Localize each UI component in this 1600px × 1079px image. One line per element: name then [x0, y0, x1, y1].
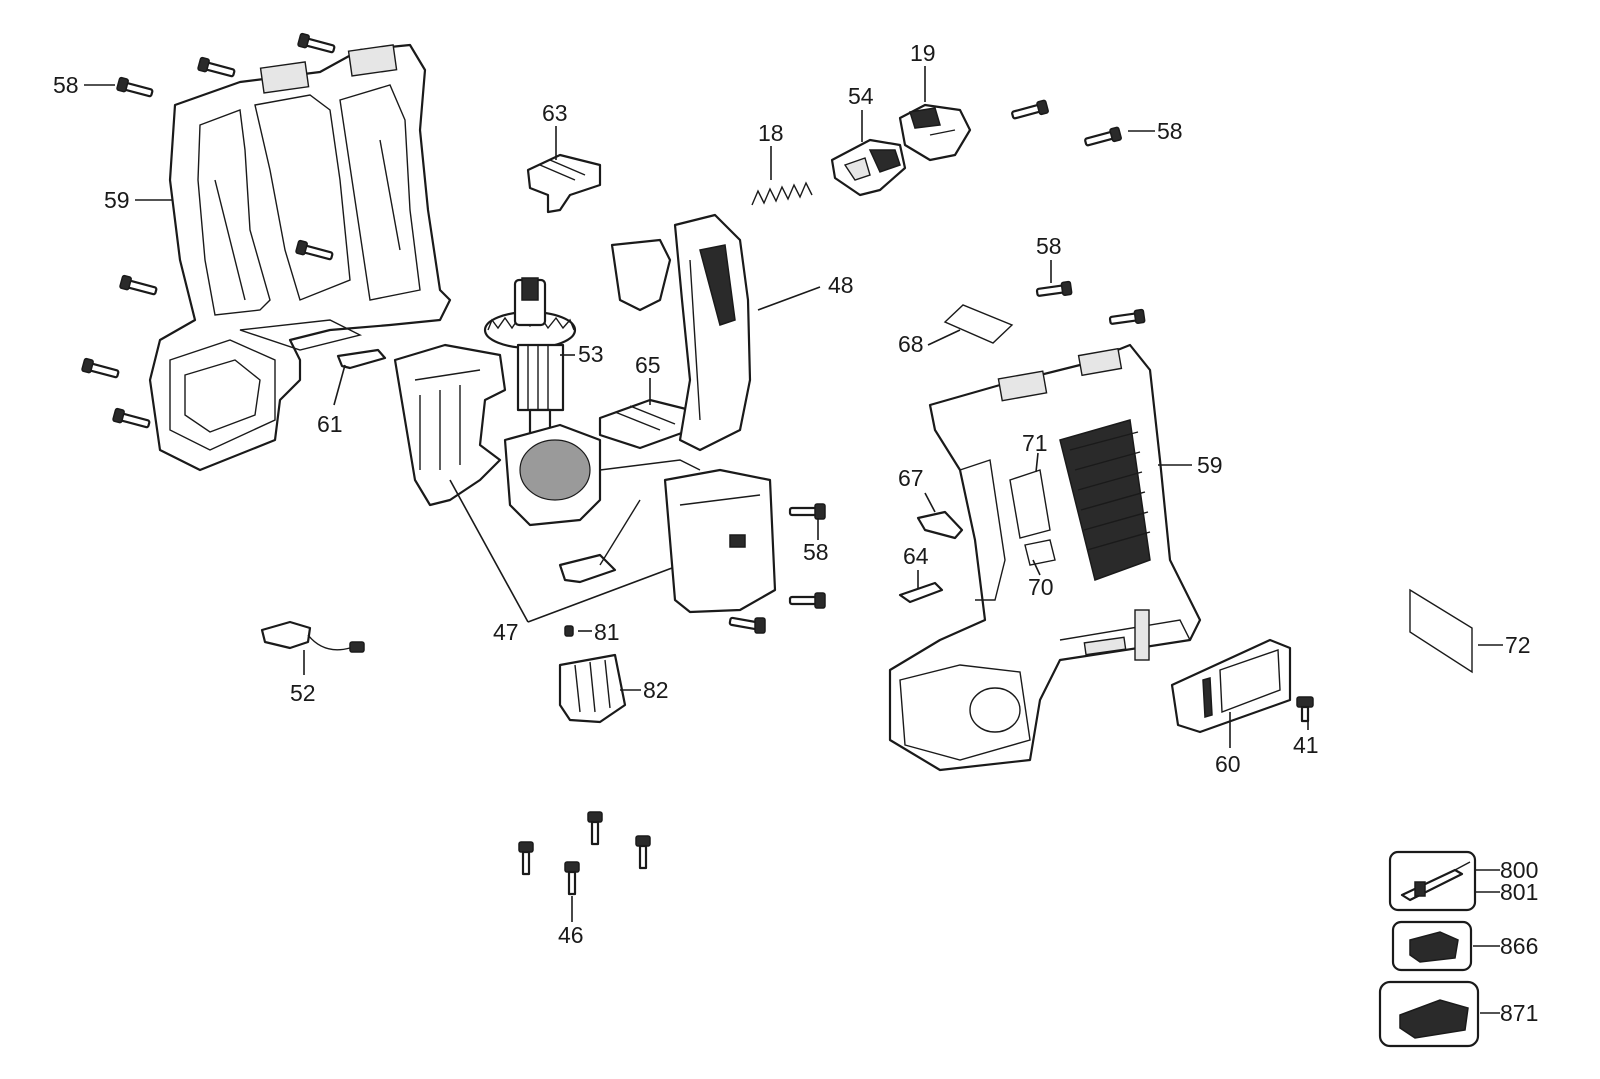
screw-icon [728, 616, 766, 634]
screw-icon [587, 811, 603, 846]
callout-64: 64 [903, 543, 929, 569]
screw-icon [112, 407, 151, 429]
screws-46 [518, 811, 651, 896]
screw-icon [119, 274, 158, 296]
left-housing-half [148, 43, 452, 472]
cable-52 [260, 620, 365, 653]
callout-58: 58 [803, 539, 829, 565]
callout-63: 63 [542, 100, 568, 126]
callout-801: 801 [1500, 879, 1538, 905]
screw-icon [1035, 280, 1073, 297]
callout-41: 41 [1293, 732, 1319, 758]
part-81 [564, 625, 574, 637]
callout-54: 54 [848, 83, 874, 109]
callout-800: 800 [1500, 857, 1538, 883]
screws-top-right [1011, 99, 1146, 325]
callout-59: 59 [1197, 452, 1223, 478]
kit-box-800 [1388, 850, 1477, 912]
callout-18: 18 [758, 120, 784, 146]
callout-68: 68 [898, 331, 924, 357]
callout-19: 19 [910, 40, 936, 66]
callout-46: 46 [558, 922, 584, 948]
sheet-72 [1409, 588, 1473, 674]
screw-41 [1296, 696, 1314, 723]
leader-lines [84, 66, 1503, 1014]
clip-61 [336, 348, 387, 370]
callout-labels: 58 59 61 63 18 54 19 58 48 53 65 58 68 7… [53, 40, 1538, 1026]
callout-47: 47 [493, 619, 519, 645]
screw-icon [1108, 308, 1146, 325]
part-64 [898, 581, 944, 604]
part-67 [916, 510, 964, 540]
callout-48: 48 [828, 272, 854, 298]
part-19 [898, 103, 972, 162]
callout-58: 58 [1157, 118, 1183, 144]
screws-middle [728, 503, 826, 634]
screw-icon [788, 503, 826, 520]
callout-871: 871 [1500, 1000, 1538, 1026]
kit-box-866 [1391, 920, 1473, 972]
part-54 [830, 138, 907, 197]
cover-60 [1170, 638, 1292, 734]
callout-866: 866 [1500, 933, 1538, 959]
callout-72: 72 [1505, 632, 1531, 658]
screw-icon [1011, 99, 1049, 120]
screw-icon [81, 357, 120, 379]
screw-icon [297, 32, 336, 54]
right-housing-half [888, 343, 1202, 772]
callout-59: 59 [104, 187, 130, 213]
callout-53: 53 [578, 341, 604, 367]
screw-icon [788, 592, 826, 609]
callout-70: 70 [1028, 574, 1054, 600]
screw-icon [564, 861, 580, 896]
switch-button-63 [526, 153, 602, 214]
callout-71: 71 [1022, 430, 1048, 456]
screw-icon [1084, 126, 1122, 147]
screw-icon [295, 239, 334, 261]
screws-left [81, 32, 336, 429]
screw-icon [197, 56, 236, 78]
callout-52: 52 [290, 680, 316, 706]
callout-58: 58 [53, 72, 79, 98]
part-82 [558, 653, 627, 724]
kit-box-871 [1378, 980, 1480, 1048]
screw-icon [635, 835, 651, 870]
callout-81: 81 [594, 619, 620, 645]
spring-18 [751, 181, 813, 206]
screw-icon [518, 841, 534, 876]
callout-60: 60 [1215, 751, 1241, 777]
callout-67: 67 [898, 465, 924, 491]
label-68 [943, 304, 1014, 344]
callout-82: 82 [643, 677, 669, 703]
motor-housing-48 [393, 213, 777, 614]
callout-61: 61 [317, 411, 343, 437]
callout-65: 65 [635, 352, 661, 378]
callout-58: 58 [1036, 233, 1062, 259]
screw-icon [116, 76, 154, 98]
part-65 [598, 398, 692, 450]
